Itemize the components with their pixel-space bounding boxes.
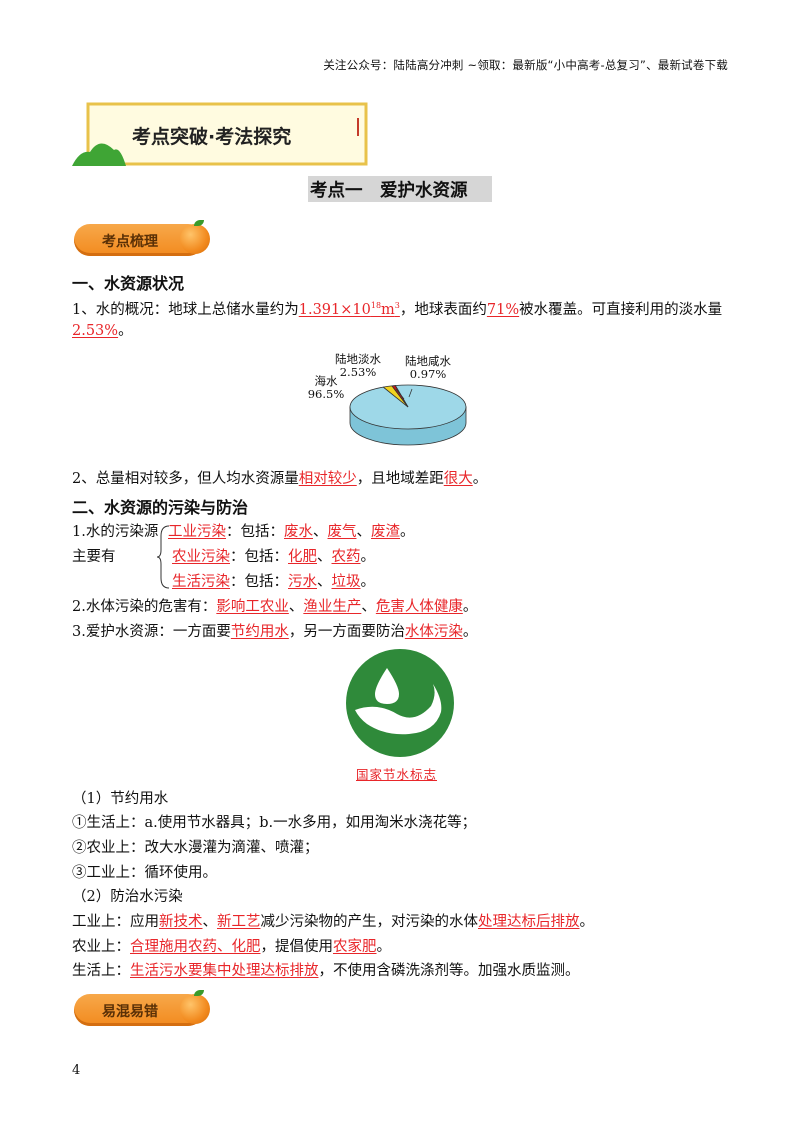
pie-label-2: 0.97% [410, 367, 447, 381]
pie-leader-line [408, 388, 413, 398]
topic-title: 考点一 爱护水资源 [308, 176, 492, 202]
prevent-life: 生活上：生活污水要集中处理达标排放，不使用含磷洗涤剂等。加强水质监测。 [72, 963, 580, 979]
section-heading-1: 一、水资源状况 [72, 274, 185, 293]
leaf-icon [194, 990, 204, 996]
coverage-value: 71% [486, 301, 520, 318]
section-banner: 考点突破·考法探究 [70, 100, 370, 170]
pie-label-0: 96.5% [308, 387, 345, 401]
freshwater-value: 2.53% [72, 323, 119, 339]
banner-title: 考点突破·考法探究 [132, 126, 292, 148]
prevent-industry: 工业上：应用新技术、新工艺减少污染物的产生，对污染的水体处理达标后排放。 [72, 914, 594, 930]
page-number: 4 [72, 1063, 81, 1078]
pie-label-2: 陆地咸水 [405, 354, 451, 368]
header-note: 关注公众号：陆陆高分冲刺 ~领取：最新版“小中高考-总复习”、最新试卷下载 [323, 58, 728, 72]
paragraph-freshwater: 2.53%。 [72, 323, 133, 339]
paragraph-water-overview: 1、水的概况：地球上总储水量约为1.391×1018m3，地球表面约71%被水覆… [72, 301, 723, 318]
protect-water: 3.爱护水资源：一方面要节约用水，另一方面要防治水体污染。 [72, 624, 478, 640]
badge-label: 易混易错 [102, 1004, 158, 1020]
source-domestic: 生活污染：包括：污水、垃圾。 [172, 574, 375, 590]
per-capita-value: 相对较少 [298, 471, 357, 487]
source-industrial: 工业污染：包括：废水、废气、废渣。 [168, 524, 415, 540]
water-saving-logo-icon [346, 649, 454, 757]
pie-slice-2 [391, 385, 409, 408]
pie-leader-line [395, 388, 405, 400]
save-life: ①生活上：a.使用节水器具；b.一水多用，如用淘米水浇花等； [72, 815, 477, 831]
regional-gap-value: 很大 [443, 471, 473, 487]
pie-label-1: 2.53% [340, 365, 377, 379]
subheading-prevent-pollution: （2）防治水污染 [72, 889, 183, 905]
section-heading-2: 二、水资源的污染与防治 [72, 498, 249, 517]
pollution-harm: 2.水体污染的危害有：影响工农业、渔业生产、危害人体健康。 [72, 599, 478, 615]
brace-icon [157, 525, 170, 589]
topic-title-text: 考点一 爱护水资源 [310, 181, 468, 201]
save-industry: ③工业上：循环使用。 [72, 865, 217, 881]
badge-kaodian-shuli: 考点梳理 [70, 218, 215, 258]
pie-label-0: 海水 [315, 374, 338, 388]
pollution-source-side: 主要有 [72, 549, 116, 565]
leaf-icon [194, 220, 204, 226]
save-agriculture: ②农业上：改大水漫灌为滴灌、喷灌； [72, 840, 319, 856]
logo-caption: 国家节水标志 [356, 767, 438, 782]
banner-decoration [72, 102, 368, 166]
badge-label: 考点梳理 [102, 234, 158, 250]
paragraph-distribution: 2、总量相对较多，但人均水资源量相对较少，且地域差距很大。 [72, 471, 488, 487]
subheading-save-water: （1）节约用水 [72, 791, 169, 807]
total-water-value: 1.391×1018m3 [298, 301, 400, 318]
pollution-source-label: 1.水的污染源 [72, 524, 159, 540]
orange-icon [180, 994, 210, 1024]
pie-label-1: 陆地淡水 [335, 352, 381, 366]
orange-icon [180, 224, 210, 254]
mountain-icon [72, 143, 126, 166]
prevent-agriculture: 农业上：合理施用农药、化肥，提倡使用农家肥。 [72, 939, 391, 955]
source-agricultural: 农业污染：包括：化肥、农药。 [172, 549, 375, 565]
